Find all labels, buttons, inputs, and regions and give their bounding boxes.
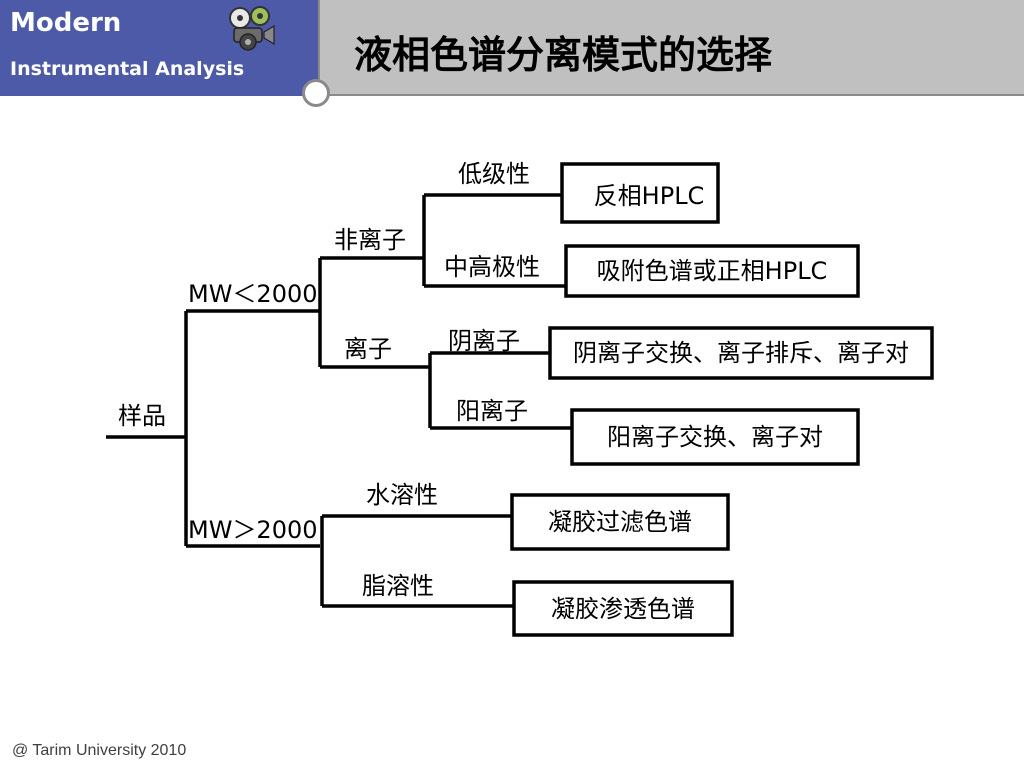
node-ionic: 离子 (344, 335, 392, 363)
box-gel-permeation-label: 凝胶渗透色谱 (551, 595, 695, 623)
page-title: 液相色谱分离模式的选择 (354, 33, 773, 77)
brand-title: Modern (10, 8, 122, 38)
node-non-ionic: 非离子 (334, 226, 406, 254)
box-cation-methods-label: 阳离子交换、离子对 (607, 423, 823, 451)
box-reverse-phase (560, 162, 720, 224)
node-root: 样品 (118, 402, 166, 430)
box-cation-methods (570, 408, 860, 466)
title-bar: 液相色谱分离模式的选择 (318, 0, 1024, 96)
box-adsorption (564, 244, 860, 298)
footer-credit: @ Tarim University 2010 (12, 742, 187, 759)
node-anion: 阴离子 (448, 327, 520, 355)
node-lipid-soluble: 脂溶性 (362, 572, 434, 600)
node-water-soluble: 水溶性 (366, 481, 438, 509)
node-mw-high: MW＞2000 (188, 516, 318, 544)
box-gel-filtration-label: 凝胶过滤色谱 (548, 508, 692, 536)
node-cation: 阳离子 (456, 397, 528, 425)
brand-banner: Modern Instrumental Analysis (0, 0, 318, 96)
box-gel-filtration (510, 493, 730, 551)
node-low-polarity: 低级性 (458, 160, 530, 188)
film-camera-icon (229, 6, 275, 51)
box-gel-permeation (512, 580, 734, 637)
box-anion-methods-label: 阴离子交换、离子排斥、离子对 (573, 339, 909, 367)
node-mw-low: MW＜2000 (188, 280, 318, 308)
decorative-ring (302, 79, 330, 107)
box-reverse-phase-label: 反相HPLC (594, 182, 705, 210)
box-adsorption-label: 吸附色谱或正相HPLC (597, 257, 828, 285)
box-anion-methods (548, 326, 934, 380)
tree-connectors (106, 193, 572, 608)
brand-subtitle: Instrumental Analysis (10, 58, 245, 80)
node-mid-high-polarity: 中高极性 (444, 253, 540, 281)
